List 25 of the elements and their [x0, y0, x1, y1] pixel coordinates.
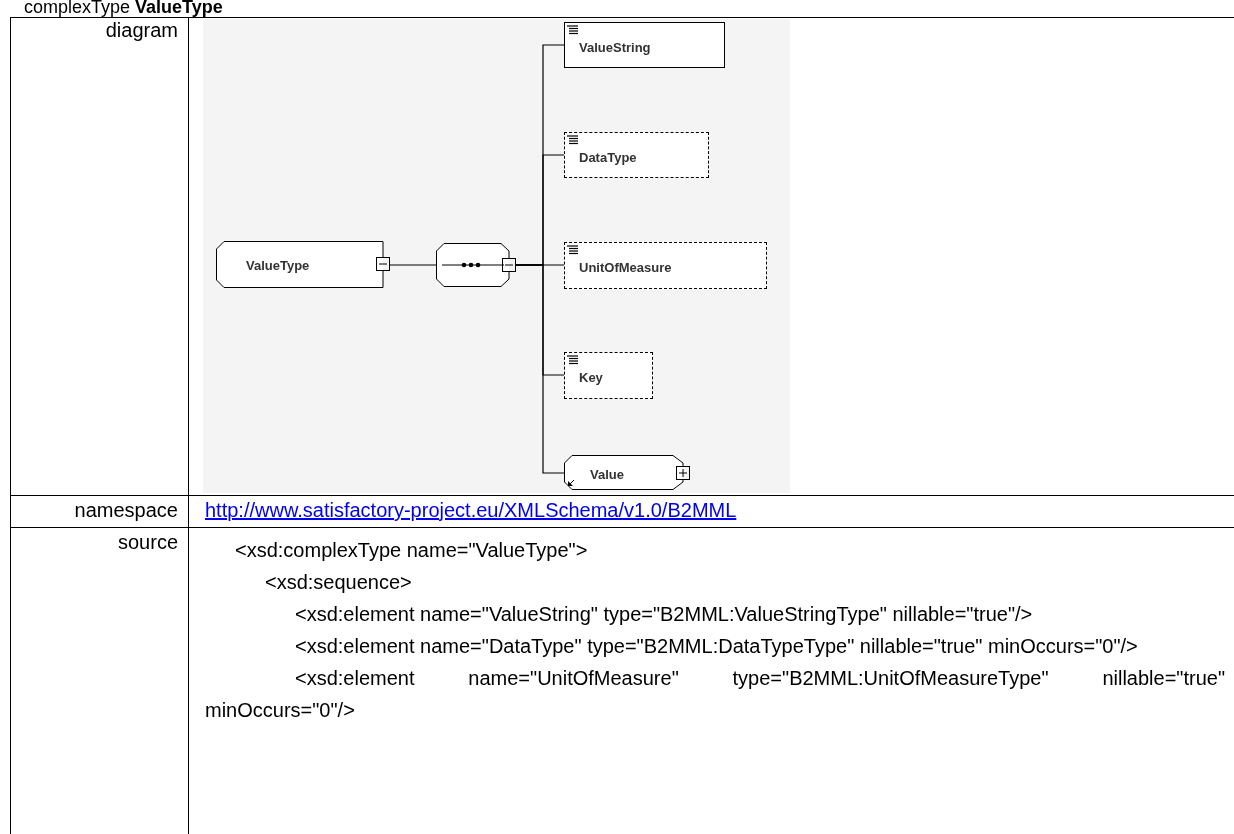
row-header: diagram — [104, 19, 178, 42]
element-name: ValueString — [579, 39, 651, 57]
element-box — [564, 22, 725, 68]
element-name: UnitOfMeasure — [579, 259, 672, 277]
source-code-line: <xsd:element name="DataType" type="B2MML:DataTypeType" nillable="true" minOccurs="0"/> — [294, 634, 1139, 659]
source-code-line: <xsd:sequence> — [264, 570, 413, 595]
page-title: complexType ValueType — [24, 0, 223, 16]
element-name: Key — [579, 369, 603, 387]
source-code-line: <xsd:complexType name="ValueType"> — [234, 538, 589, 563]
complex-type-node — [216, 241, 390, 288]
source-code-line: <xsd:element name="ValueString" type="B2MML:ValueStringType" nillable="true"/> — [294, 602, 1034, 627]
connector-line — [515, 264, 565, 474]
namespace-link: http://www.satisfactory-project.eu/XMLSchema/v1.0/B2MML — [205, 499, 737, 522]
element-reference-node — [564, 455, 690, 490]
source-code-line: <xsd:element name="UnitOfMeasure" type="B2MML:UnitOfMeasureType" nillable="true" minOccurs="0"/> — [205, 666, 1225, 723]
optional-element-box — [564, 132, 709, 178]
connector-line — [389, 264, 437, 266]
optional-element-box — [564, 352, 653, 399]
element-name: DataType — [579, 149, 637, 167]
optional-element-box — [564, 242, 767, 289]
element-name: ValueType — [246, 257, 310, 275]
element-name: Value — [590, 466, 624, 484]
sequence-compositor — [436, 243, 516, 287]
row-header: namespace — [73, 499, 178, 522]
row-header: source — [116, 531, 178, 554]
